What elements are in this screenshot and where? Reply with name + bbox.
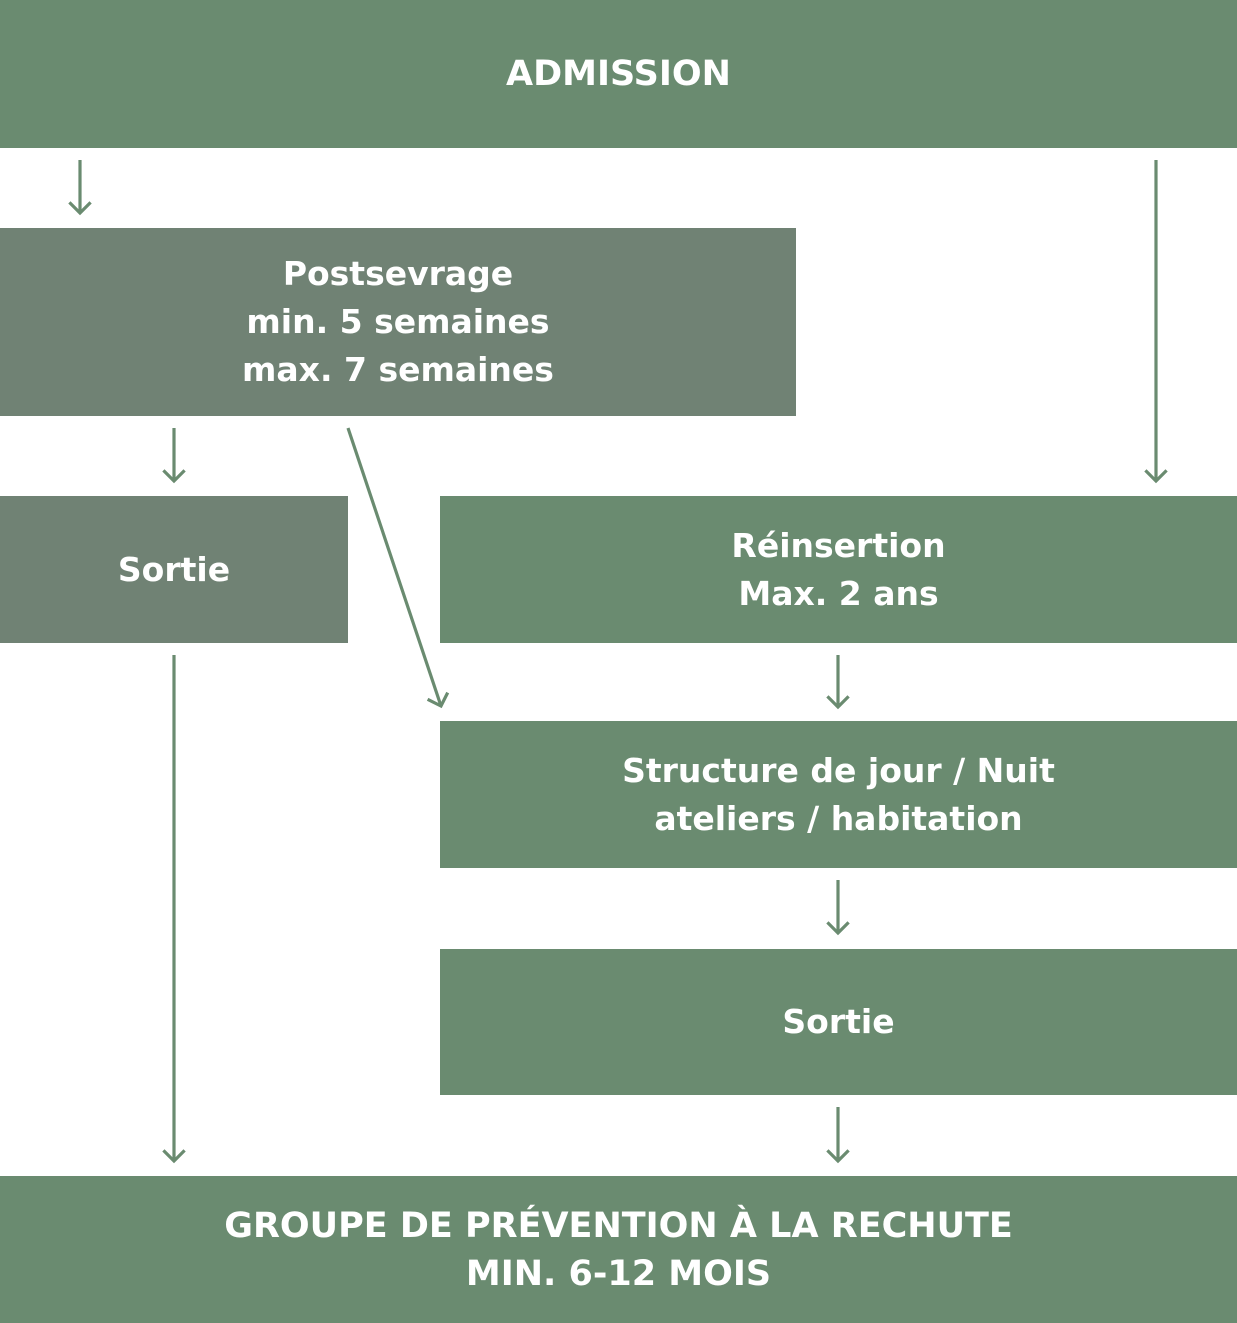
arrowhead-sortie_right-to-groupe <box>826 1149 850 1164</box>
arrowhead-admission-to-postsevrage <box>68 201 92 216</box>
arrow-sortie_left-to-groupe <box>162 655 186 1164</box>
node-groupe-line-1: GROUPE DE PRÉVENTION À LA RECHUTE <box>224 1205 1013 1246</box>
arrow-postsevrage-to-sortie_left <box>162 428 186 484</box>
node-postsevrage-line-3: max. 7 semaines <box>242 350 554 389</box>
arrow-admission-to-postsevrage <box>68 160 92 216</box>
node-structure-line-1: Structure de jour / Nuit <box>622 750 1055 790</box>
node-postsevrage: Postsevrage min. 5 semaines max. 7 semai… <box>0 228 796 416</box>
arrow-reinsertion-to-structure <box>826 655 850 710</box>
node-sortie-right: Sortie <box>440 949 1237 1095</box>
node-admission: ADMISSION <box>0 0 1237 148</box>
node-reinsertion: Réinsertion Max. 2 ans <box>440 496 1237 643</box>
node-postsevrage-line-1: Postsevrage <box>282 254 514 293</box>
arrowhead-postsevrage-to-structure <box>426 691 450 709</box>
arrow-structure-to-sortie_right <box>826 880 850 936</box>
node-sortie-left-line-1: Sortie <box>117 549 231 589</box>
arrowhead-postsevrage-to-sortie_left <box>162 469 186 484</box>
node-structure-line-2: ateliers / habitation <box>654 798 1023 838</box>
node-admission-line-1: ADMISSION <box>506 54 731 94</box>
node-reinsertion-line-2: Max. 2 ans <box>738 573 939 613</box>
arrow-admission-to-reinsertion <box>1144 160 1168 484</box>
node-sortie-right-line-1: Sortie <box>782 1002 895 1041</box>
node-structure: Structure de jour / Nuit ateliers / habi… <box>440 721 1237 868</box>
arrowhead-sortie_left-to-groupe <box>162 1149 186 1164</box>
node-groupe-line-2: MIN. 6-12 MOIS <box>465 1253 772 1294</box>
arrowhead-structure-to-sortie_right <box>826 921 850 936</box>
arrowhead-admission-to-reinsertion <box>1144 469 1168 484</box>
node-groupe: GROUPE DE PRÉVENTION À LA RECHUTE MIN. 6… <box>0 1176 1237 1323</box>
node-sortie-left: Sortie <box>0 496 348 643</box>
node-postsevrage-line-2: min. 5 semaines <box>246 302 550 341</box>
arrow-postsevrage-to-structure <box>346 427 450 709</box>
node-reinsertion-line-1: Réinsertion <box>731 525 946 565</box>
arrow-sortie_right-to-groupe <box>826 1107 850 1164</box>
arrowhead-reinsertion-to-structure <box>826 695 850 710</box>
